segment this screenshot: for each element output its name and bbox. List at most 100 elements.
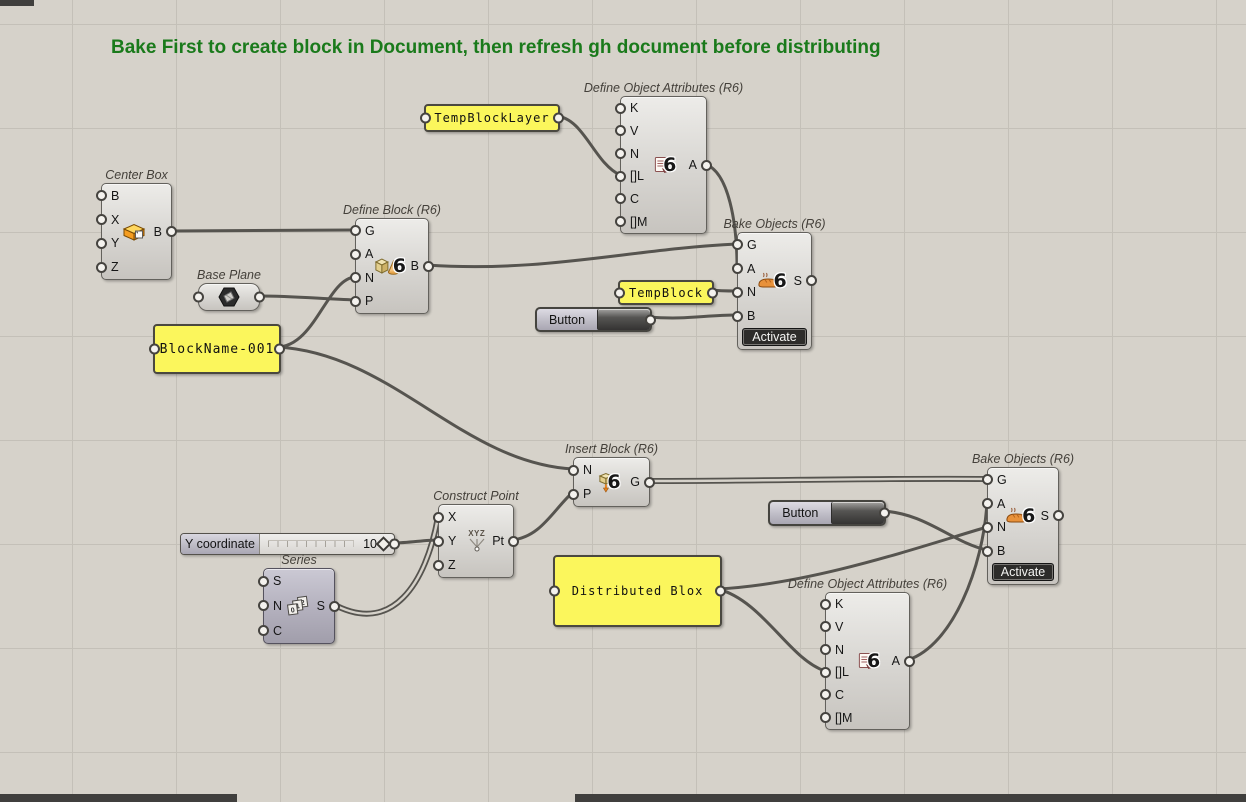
component-base-plane[interactable]: Base Plane	[193, 268, 265, 311]
input-socket-l[interactable]	[820, 666, 831, 678]
button-output-socket[interactable]	[645, 314, 656, 325]
input-socket-z[interactable]	[433, 559, 444, 571]
panel-temp-block[interactable]: TempBlock	[614, 280, 718, 305]
component-center-box[interactable]: Center Box B X Y Z B	[96, 168, 177, 280]
button-press-area[interactable]	[597, 309, 650, 330]
output-socket-b[interactable]	[423, 260, 434, 272]
input-socket-n[interactable]	[568, 464, 579, 476]
wire-baseplane-to-defineblock-p[interactable]	[256, 294, 357, 302]
output-socket-b[interactable]	[166, 226, 177, 237]
input-socket-x[interactable]	[433, 511, 444, 523]
input-socket-a[interactable]	[350, 248, 361, 260]
input-socket-x[interactable]	[96, 214, 107, 226]
output-socket-s[interactable]	[1053, 510, 1064, 521]
button-output-socket[interactable]	[879, 507, 890, 519]
input-socket-n[interactable]	[350, 272, 361, 284]
button-component-1[interactable]: Button	[535, 307, 656, 332]
input-socket-n[interactable]	[615, 148, 626, 160]
wire-tempblocklayer-to-attributes1-l[interactable]	[554, 114, 622, 177]
wire-button1-to-bake1-b[interactable]	[646, 313, 739, 320]
input-socket-n[interactable]	[258, 600, 269, 612]
panel-temp-block-layer[interactable]: TempBlockLayer	[420, 104, 564, 132]
input-socket-m[interactable]	[615, 216, 626, 228]
input-socket-l[interactable]	[615, 170, 626, 182]
input-socket[interactable]	[193, 291, 204, 303]
input-socket-c[interactable]	[615, 193, 626, 205]
component-define-object-attributes-1[interactable]: Define Object Attributes (R6) K V N []L …	[584, 81, 743, 234]
input-socket-c[interactable]	[258, 625, 269, 637]
wire-blockname-to-defineblock-n[interactable]	[275, 275, 357, 349]
slider-output-socket[interactable]	[389, 538, 400, 550]
input-label: N	[273, 598, 283, 613]
input-socket-g[interactable]	[732, 239, 743, 251]
input-socket-b[interactable]	[96, 190, 107, 202]
output-socket-a[interactable]	[701, 159, 712, 171]
input-socket-c[interactable]	[820, 689, 831, 701]
input-socket-y[interactable]	[96, 237, 107, 249]
button-press-area[interactable]	[830, 502, 884, 524]
component-bake-objects-2[interactable]: Bake Objects (R6) G A N B S 6 Acti	[972, 452, 1074, 585]
input-socket-z[interactable]	[96, 261, 107, 273]
panel-input-socket[interactable]	[614, 287, 625, 298]
input-socket-g[interactable]	[982, 474, 993, 486]
input-socket-g[interactable]	[350, 225, 361, 237]
input-socket-y[interactable]	[433, 535, 444, 547]
wire-distributed-to-bake2-n[interactable]	[716, 525, 989, 591]
number-slider[interactable]: Y coordinate 10	[180, 533, 400, 555]
panel-output-socket[interactable]	[274, 343, 285, 355]
input-socket-n[interactable]	[732, 286, 743, 298]
button-component-2[interactable]: Button	[768, 500, 890, 526]
output-socket-g[interactable]	[644, 476, 655, 488]
input-socket-k[interactable]	[615, 102, 626, 114]
wire-series-to-constructpoint-x-outer[interactable]	[330, 514, 441, 617]
canvas-note[interactable]: Bake First to create block in Document, …	[111, 37, 881, 58]
input-socket-b[interactable]	[982, 545, 993, 557]
component-insert-block[interactable]: Insert Block (R6) N P G 6	[565, 442, 658, 507]
output-socket[interactable]	[254, 291, 265, 303]
wire-button2-to-bake2-b[interactable]	[880, 509, 989, 552]
activate-button[interactable]: Activate	[742, 328, 807, 346]
slider-label[interactable]: Y coordinate	[181, 534, 260, 554]
output-socket-s[interactable]	[806, 275, 817, 286]
input-socket-m[interactable]	[820, 712, 831, 724]
input-label: B	[747, 309, 756, 324]
input-socket-p[interactable]	[568, 488, 579, 500]
activate-button[interactable]: Activate	[992, 563, 1054, 581]
output-socket-a[interactable]	[904, 655, 915, 667]
component-series[interactable]: Series S N C S 2 1 0	[258, 553, 340, 644]
panel-input-socket[interactable]	[549, 585, 560, 597]
panel-input-socket[interactable]	[149, 343, 160, 355]
component-construct-point[interactable]: Construct Point X Y Z Pt XYZ	[433, 489, 519, 578]
panel-distributed-blox[interactable]: Distributed Blox	[549, 555, 726, 627]
panel-input-socket[interactable]	[420, 112, 431, 124]
wire-distributed-to-attributes2-l[interactable]	[716, 587, 827, 673]
wire-centerbox-to-defineblock-g[interactable]	[168, 228, 357, 233]
component-define-block[interactable]: Define Block (R6) G A N P B 6	[343, 203, 441, 314]
input-socket-v[interactable]	[820, 621, 831, 633]
input-socket-a[interactable]	[732, 263, 743, 275]
output-socket-s[interactable]	[329, 600, 340, 612]
panel-block-name[interactable]: BlockName-001	[149, 324, 285, 374]
slider-track[interactable]: 10	[260, 534, 394, 554]
input-socket-n[interactable]	[820, 644, 831, 656]
input-socket-b[interactable]	[732, 310, 743, 322]
panel-output-socket[interactable]	[707, 287, 718, 298]
input-socket-s[interactable]	[258, 575, 269, 587]
output-socket-pt[interactable]	[508, 535, 519, 547]
component-define-object-attributes-2[interactable]: Define Object Attributes (R6) K V N []L …	[788, 577, 947, 730]
input-label: Z	[448, 558, 456, 572]
panel-output-socket[interactable]	[553, 112, 564, 124]
wire-constructpoint-to-insertblock-p[interactable]	[510, 490, 575, 542]
wire-attributes1-to-bake1-a[interactable]	[703, 162, 739, 269]
component-bake-objects-1[interactable]: Bake Objects (R6) G A N B S 6 Acti	[723, 217, 826, 350]
panel-output-socket[interactable]	[715, 585, 726, 597]
wire-defineblock-to-bake1-g[interactable]	[425, 242, 739, 269]
input-socket-v[interactable]	[615, 125, 626, 137]
screen-edge-artifact	[0, 794, 237, 802]
input-socket-n[interactable]	[982, 521, 993, 533]
input-socket-a[interactable]	[982, 498, 993, 510]
input-socket-k[interactable]	[820, 598, 831, 610]
wire-blockname-to-insertblock-n[interactable]	[275, 345, 575, 471]
input-socket-p[interactable]	[350, 295, 361, 307]
